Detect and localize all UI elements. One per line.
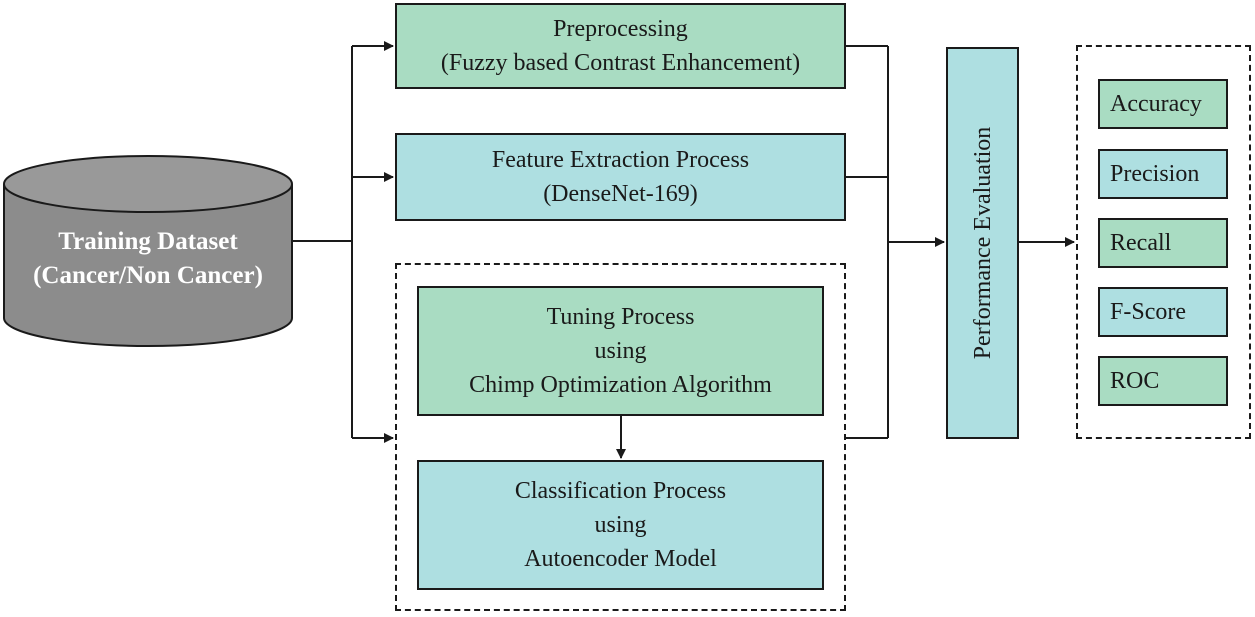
tuning-classification-group [395,263,846,611]
classification-title: Classification Process [514,478,727,504]
metric-accuracy: Accuracy [1098,79,1228,129]
feature-extraction-box: Feature Extraction Process (DenseNet-169… [395,133,846,221]
metric-roc-label: ROC [1110,368,1160,394]
metrics-group [1076,45,1251,439]
tuning-title: Tuning Process [546,304,695,330]
preprocessing-box: Preprocessing (Fuzzy based Contrast Enha… [395,3,846,89]
metric-precision: Precision [1098,149,1228,199]
classification-model: Autoencoder Model [524,546,717,572]
metric-precision-label: Precision [1110,161,1200,187]
tuning-box: Tuning Process using Chimp Optimization … [417,286,824,416]
classification-connector-word: using [594,512,647,538]
dataset-label: Training Dataset (Cancer/Non Cancer) [0,225,296,293]
metric-f-score-label: F-Score [1110,299,1186,325]
metric-roc: ROC [1098,356,1228,406]
performance-evaluation-box: Performance Evaluation [946,47,1019,439]
metric-accuracy-label: Accuracy [1110,91,1202,117]
feature-extraction-detail: (DenseNet-169) [543,181,698,207]
database-cylinder-icon [3,155,293,347]
preprocessing-title: Preprocessing [553,16,688,42]
dataset-title: Training Dataset [58,228,238,255]
tuning-connector-word: using [594,338,647,364]
tuning-algorithm: Chimp Optimization Algorithm [469,372,772,398]
performance-evaluation-label: Performance Evaluation [969,126,996,360]
classification-box: Classification Process using Autoencoder… [417,460,824,590]
metric-recall: Recall [1098,218,1228,268]
preprocessing-detail: (Fuzzy based Contrast Enhancement) [440,50,801,76]
metric-f-score: F-Score [1098,287,1228,337]
feature-extraction-title: Feature Extraction Process [491,147,750,173]
dataset-subtitle: (Cancer/Non Cancer) [33,262,263,289]
metric-recall-label: Recall [1110,230,1172,256]
